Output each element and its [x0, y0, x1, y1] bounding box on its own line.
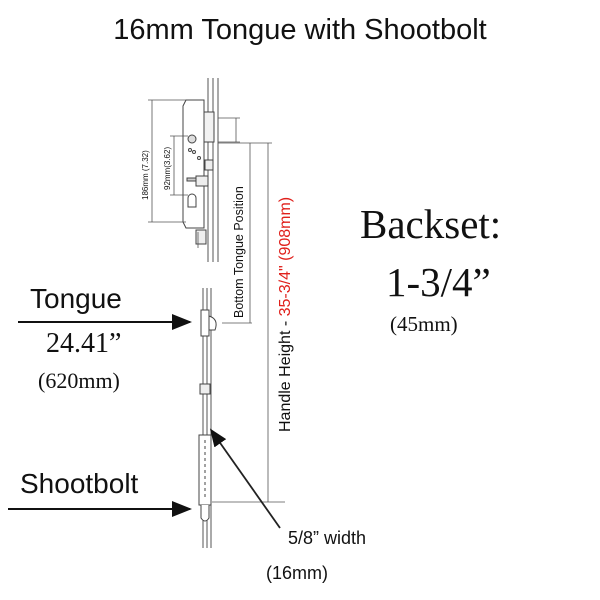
shootbolt-hardware: [198, 434, 212, 522]
tongue-hardware: [199, 309, 217, 395]
faceplate-width-inches: 5/8” width: [288, 528, 367, 548]
backset-inches: 1-3/4”: [386, 259, 491, 305]
faceplate-width-mm: (16mm): [266, 563, 328, 583]
width-arrow: [209, 428, 281, 529]
handle-height-dimension: Handle Height - 35-3/4" (908mm): [277, 197, 295, 432]
shootbolt-label: Shootbolt: [20, 468, 139, 499]
diagram-title: 16mm Tongue with Shootbolt: [113, 14, 487, 46]
backset-mm: (45mm): [390, 312, 458, 336]
overall-dimension-label: 186mm (7.32): [141, 150, 150, 200]
backset-label: Backset:: [360, 201, 502, 247]
bottom-tongue-position-label: Bottom Tongue Position: [232, 186, 246, 318]
lock-case: [182, 99, 215, 245]
tongue-height-mm: (620mm): [38, 368, 120, 393]
handle-height-label: Handle Height -: [277, 316, 294, 432]
spindle-cylinder-dimension-label: 92mm(3.62): [163, 146, 172, 190]
tongue-height-inches: 24.41”: [46, 328, 122, 359]
handle-height-value: 35-3/4" (908mm): [277, 196, 294, 317]
tongue-label: Tongue: [30, 283, 122, 314]
